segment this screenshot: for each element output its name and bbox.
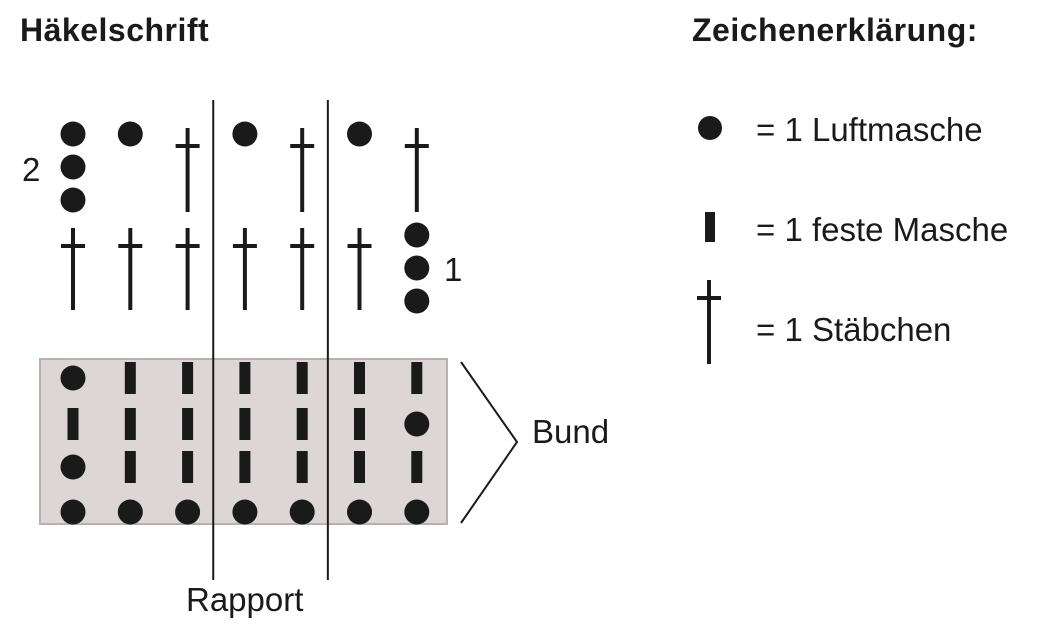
double-crochet-symbol — [290, 228, 315, 310]
legend-item-label: = 1 Luftmasche — [756, 111, 983, 148]
chain-stitch-symbol — [232, 121, 258, 147]
single-crochet-symbol — [182, 408, 194, 440]
chart-symbols — [60, 121, 430, 525]
chain-stitch-symbol — [117, 499, 143, 525]
chain-stitch-symbol — [404, 411, 430, 437]
chain-stitch-symbol — [60, 454, 86, 480]
chain-stitch-symbol — [60, 499, 86, 525]
double-crochet-symbol — [347, 228, 372, 310]
single-crochet-symbol — [354, 362, 365, 394]
single-crochet-symbol — [411, 451, 423, 483]
single-crochet-symbol — [124, 362, 136, 394]
double-crochet-symbol — [118, 228, 143, 310]
chain-stitch-symbol — [60, 121, 86, 147]
band-label: Bund — [532, 413, 609, 450]
single-crochet-symbol — [182, 451, 194, 483]
double-crochet-symbol — [175, 228, 200, 310]
single-crochet-symbol — [124, 408, 136, 440]
chain-stitch-symbol — [232, 499, 258, 525]
chain-stitch-symbol — [117, 121, 143, 147]
double-crochet-symbol — [61, 228, 85, 310]
chain-stitch-symbol — [60, 365, 86, 391]
chain-stitch-symbol — [404, 222, 430, 248]
single-crochet-symbol — [354, 408, 365, 440]
legend-item-label: = 1 Stäbchen — [756, 311, 952, 348]
single-crochet-symbol — [67, 408, 79, 440]
row-1-label: 1 — [444, 251, 462, 288]
bar-icon — [705, 212, 715, 242]
legend-item-label: = 1 feste Masche — [756, 211, 1009, 248]
legend-item-single-crochet: = 1 feste Masche — [692, 200, 1062, 260]
single-crochet-symbol — [182, 362, 194, 394]
chain-stitch-symbol — [404, 255, 430, 281]
single-crochet-symbol — [354, 451, 365, 483]
chain-stitch-symbol — [175, 499, 201, 525]
single-crochet-symbol — [296, 408, 308, 440]
legend-title: Zeichenerklärung: — [692, 12, 978, 48]
chain-stitch-symbol — [404, 288, 430, 314]
single-crochet-symbol — [124, 451, 136, 483]
single-crochet-symbol — [239, 408, 251, 440]
single-crochet-symbol — [239, 451, 251, 483]
double-crochet-symbol — [290, 128, 315, 212]
chain-stitch-symbol — [347, 499, 372, 525]
chain-stitch-symbol — [404, 499, 430, 525]
dot-icon — [698, 116, 722, 140]
chain-stitch-symbol — [289, 499, 315, 525]
chain-stitch-symbol — [60, 187, 86, 213]
repeat-label: Rapport — [186, 581, 303, 618]
cross-stitch-icon — [697, 280, 721, 364]
single-crochet-symbol — [296, 362, 308, 394]
chain-stitch-symbol — [347, 121, 372, 147]
single-crochet-symbol — [239, 362, 251, 394]
band-bracket — [460, 361, 519, 524]
row-2-label: 2 — [22, 151, 40, 188]
single-crochet-symbol — [296, 451, 308, 483]
legend-item-chain: = 1 Luftmasche — [692, 100, 1062, 160]
double-crochet-symbol — [175, 128, 200, 212]
chart-title: Häkelschrift — [20, 12, 210, 48]
double-crochet-symbol — [232, 228, 257, 310]
double-crochet-symbol — [404, 128, 429, 212]
single-crochet-symbol — [411, 362, 423, 394]
legend-item-double-crochet: = 1 Stäbchen — [692, 280, 1062, 364]
chain-stitch-symbol — [60, 154, 86, 180]
